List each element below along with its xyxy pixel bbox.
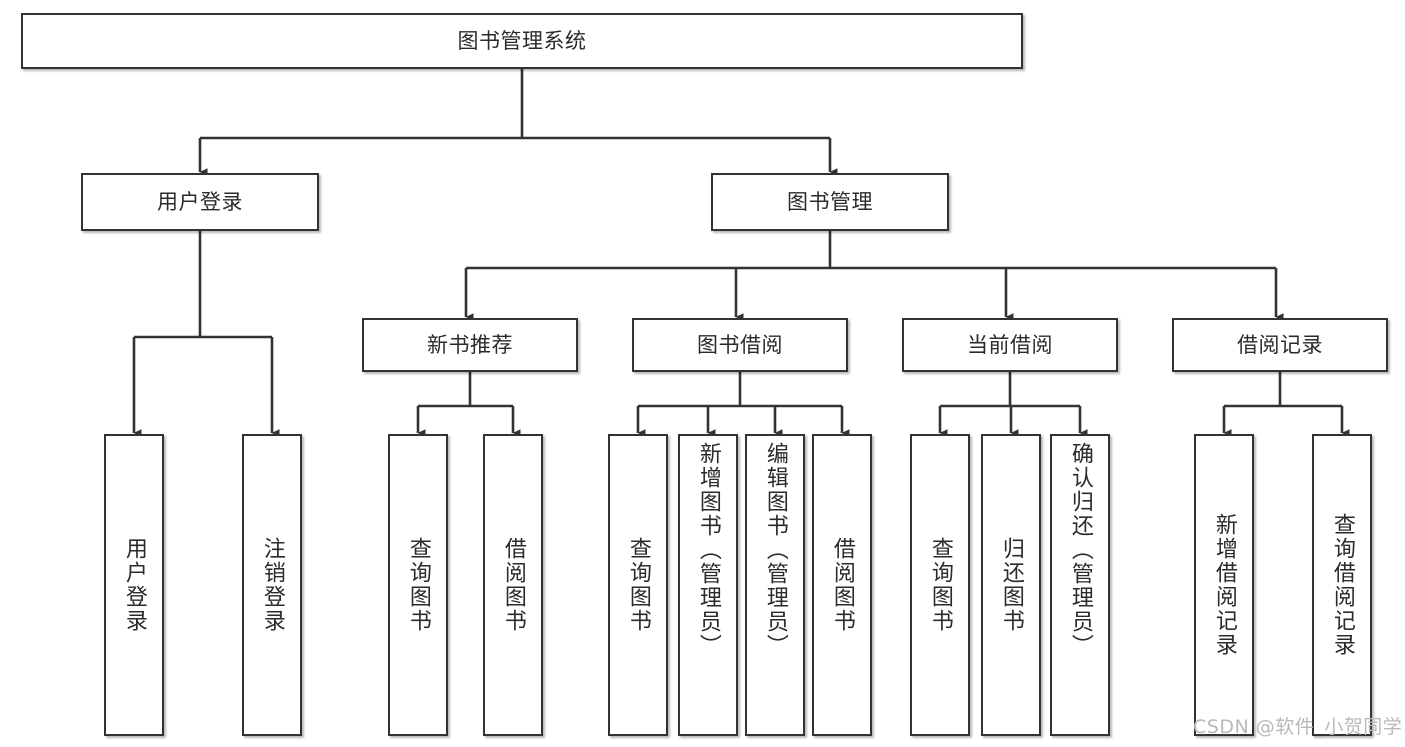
node-leaf-query-book-2[interactable]: 查询图书 [608,434,668,736]
node-label: 借阅图书 [829,537,855,633]
csdn-watermark: CSDN @软件_小贺同学 [1193,716,1403,738]
node-label: 当前借阅 [967,332,1053,357]
node-label: 查询图书 [927,537,953,633]
node-leaf-user-logout[interactable]: 注销登录 [242,434,302,736]
node-leaf-add-book[interactable]: 新增图书（管理员） [678,434,738,736]
node-leaf-query-book-3[interactable]: 查询图书 [910,434,970,736]
node-leaf-borrow-book-1[interactable]: 借阅图书 [483,434,543,736]
node-label: 归还图书 [998,537,1024,633]
tree-connectors [132,69,1350,437]
node-label: 用户登录 [121,537,147,633]
node-label: 编辑图书（管理员） [762,442,788,658]
node-label: 注销登录 [259,537,285,633]
node-leaf-user-login[interactable]: 用户登录 [104,434,164,736]
node-label: 图书借阅 [697,332,783,357]
node-leaf-add-record[interactable]: 新增借阅记录 [1194,434,1254,736]
node-label: 借阅图书 [500,537,526,633]
node-label: 确认归还（管理员） [1067,442,1093,658]
node-borrow-record[interactable]: 借阅记录 [1172,318,1388,372]
node-current-borrow[interactable]: 当前借阅 [902,318,1118,372]
node-book-borrow[interactable]: 图书借阅 [632,318,848,372]
node-leaf-confirm-return[interactable]: 确认归还（管理员） [1050,434,1110,736]
node-label: 新书推荐 [427,332,513,357]
node-leaf-borrow-book-2[interactable]: 借阅图书 [812,434,872,736]
node-label: 图书管理系统 [457,28,587,53]
node-new-book-rec[interactable]: 新书推荐 [362,318,578,372]
node-root[interactable]: 图书管理系统 [21,13,1023,69]
node-leaf-query-record[interactable]: 查询借阅记录 [1312,434,1372,736]
node-label: 查询图书 [625,537,651,633]
node-leaf-edit-book[interactable]: 编辑图书（管理员） [745,434,805,736]
node-leaf-query-book-1[interactable]: 查询图书 [388,434,448,736]
node-label: 新增借阅记录 [1211,513,1237,657]
node-leaf-return-book[interactable]: 归还图书 [981,434,1041,736]
node-label: 查询图书 [405,537,431,633]
node-user-login[interactable]: 用户登录 [81,173,319,231]
node-label: 图书管理 [787,189,873,214]
node-label: 用户登录 [157,189,243,214]
node-label: 查询借阅记录 [1329,513,1355,657]
node-label: 借阅记录 [1237,332,1323,357]
node-label: 新增图书（管理员） [695,442,721,658]
node-book-manage[interactable]: 图书管理 [711,173,949,231]
